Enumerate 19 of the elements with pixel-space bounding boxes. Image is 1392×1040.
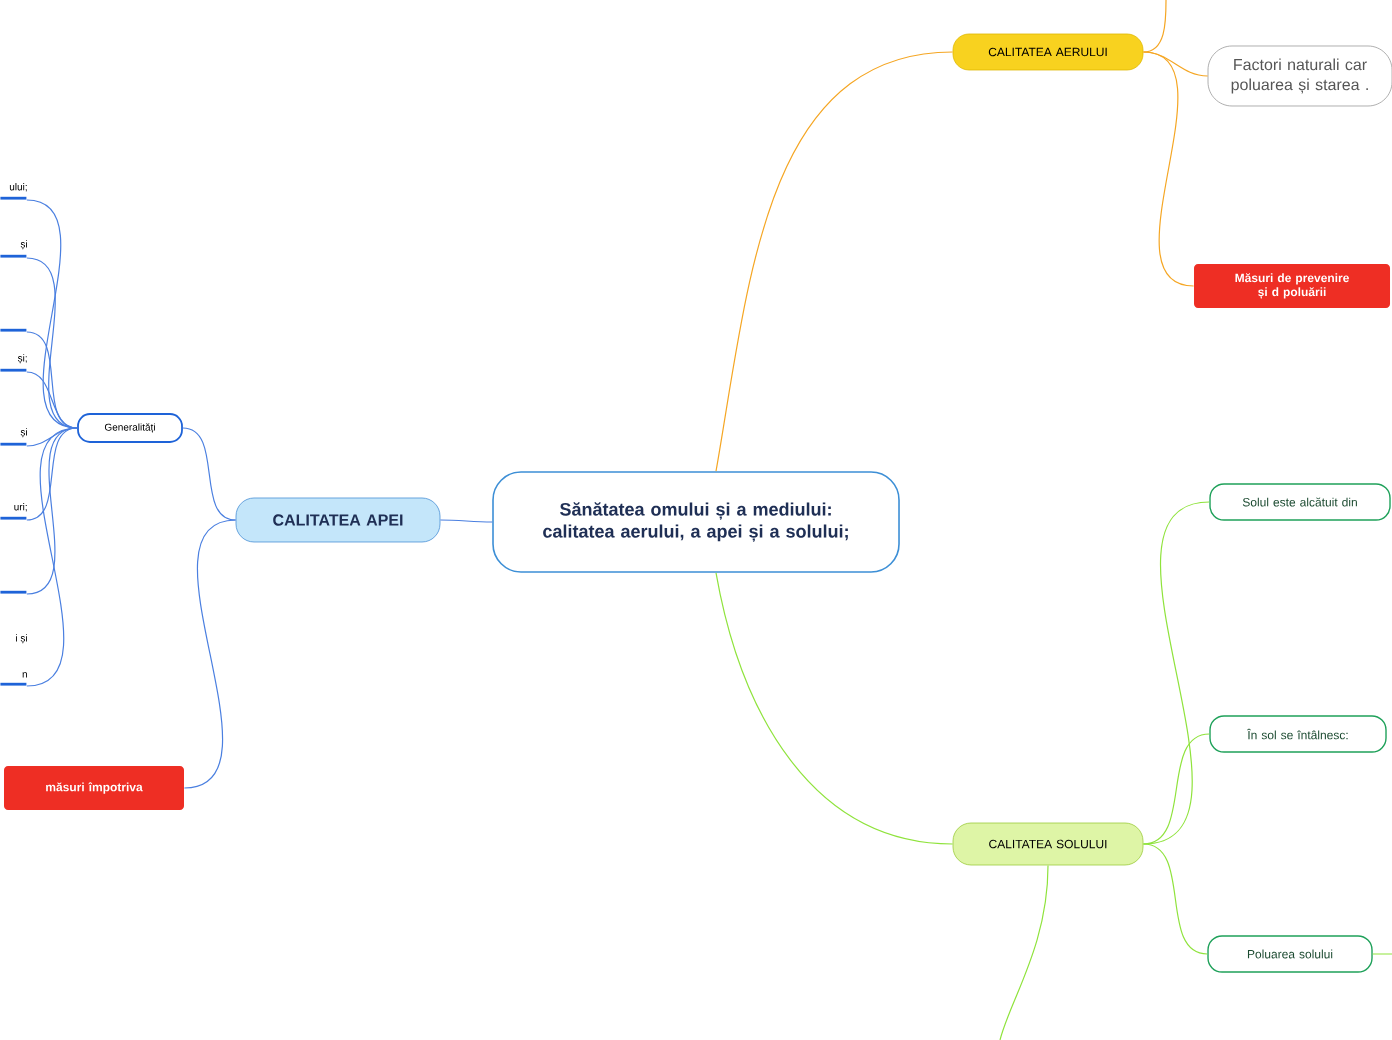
connector <box>1142 0 1167 53</box>
connector <box>26 371 78 429</box>
connector <box>1142 843 1208 955</box>
connector <box>999 864 1049 1040</box>
connector <box>1142 51 1209 77</box>
connector <box>439 519 493 523</box>
underline-bar <box>0 328 27 332</box>
connector <box>182 427 237 521</box>
underline-bar <box>0 590 27 594</box>
connector <box>715 51 954 472</box>
subtopic-box: Factori naturali car poluarea și starea . <box>1207 45 1392 107</box>
connector <box>183 519 237 789</box>
connector <box>1142 733 1210 845</box>
topic-box: CALITATEA APEI <box>235 497 441 543</box>
connector <box>1372 953 1392 955</box>
connector <box>1142 51 1195 287</box>
connector <box>715 572 954 845</box>
connector <box>26 427 78 687</box>
central-topic-box: Sănătatea omului și a mediului: calitatea aerului, a apei și a solului; <box>492 471 900 573</box>
